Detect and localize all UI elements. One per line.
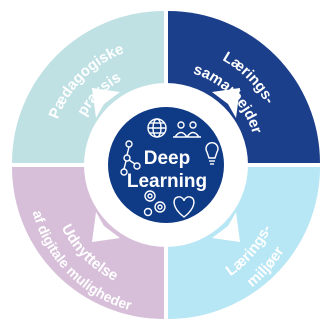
center-title-line2: Learning (127, 171, 207, 192)
arrow-bottom-right (212, 212, 240, 242)
arrow-top-left (92, 88, 120, 118)
arrow-bottom-left (92, 212, 120, 242)
people-icon (173, 121, 201, 138)
gears-icon (143, 190, 166, 217)
center-icons (120, 118, 219, 218)
network-icon (120, 140, 141, 176)
heart-icon (173, 196, 195, 218)
globe-icon (147, 118, 167, 138)
cycle-arrows (92, 88, 240, 242)
center-circle (108, 107, 224, 223)
center-title-line1: Deep (144, 148, 190, 169)
arrow-top-right (212, 88, 240, 118)
lightbulb-icon (205, 142, 219, 165)
